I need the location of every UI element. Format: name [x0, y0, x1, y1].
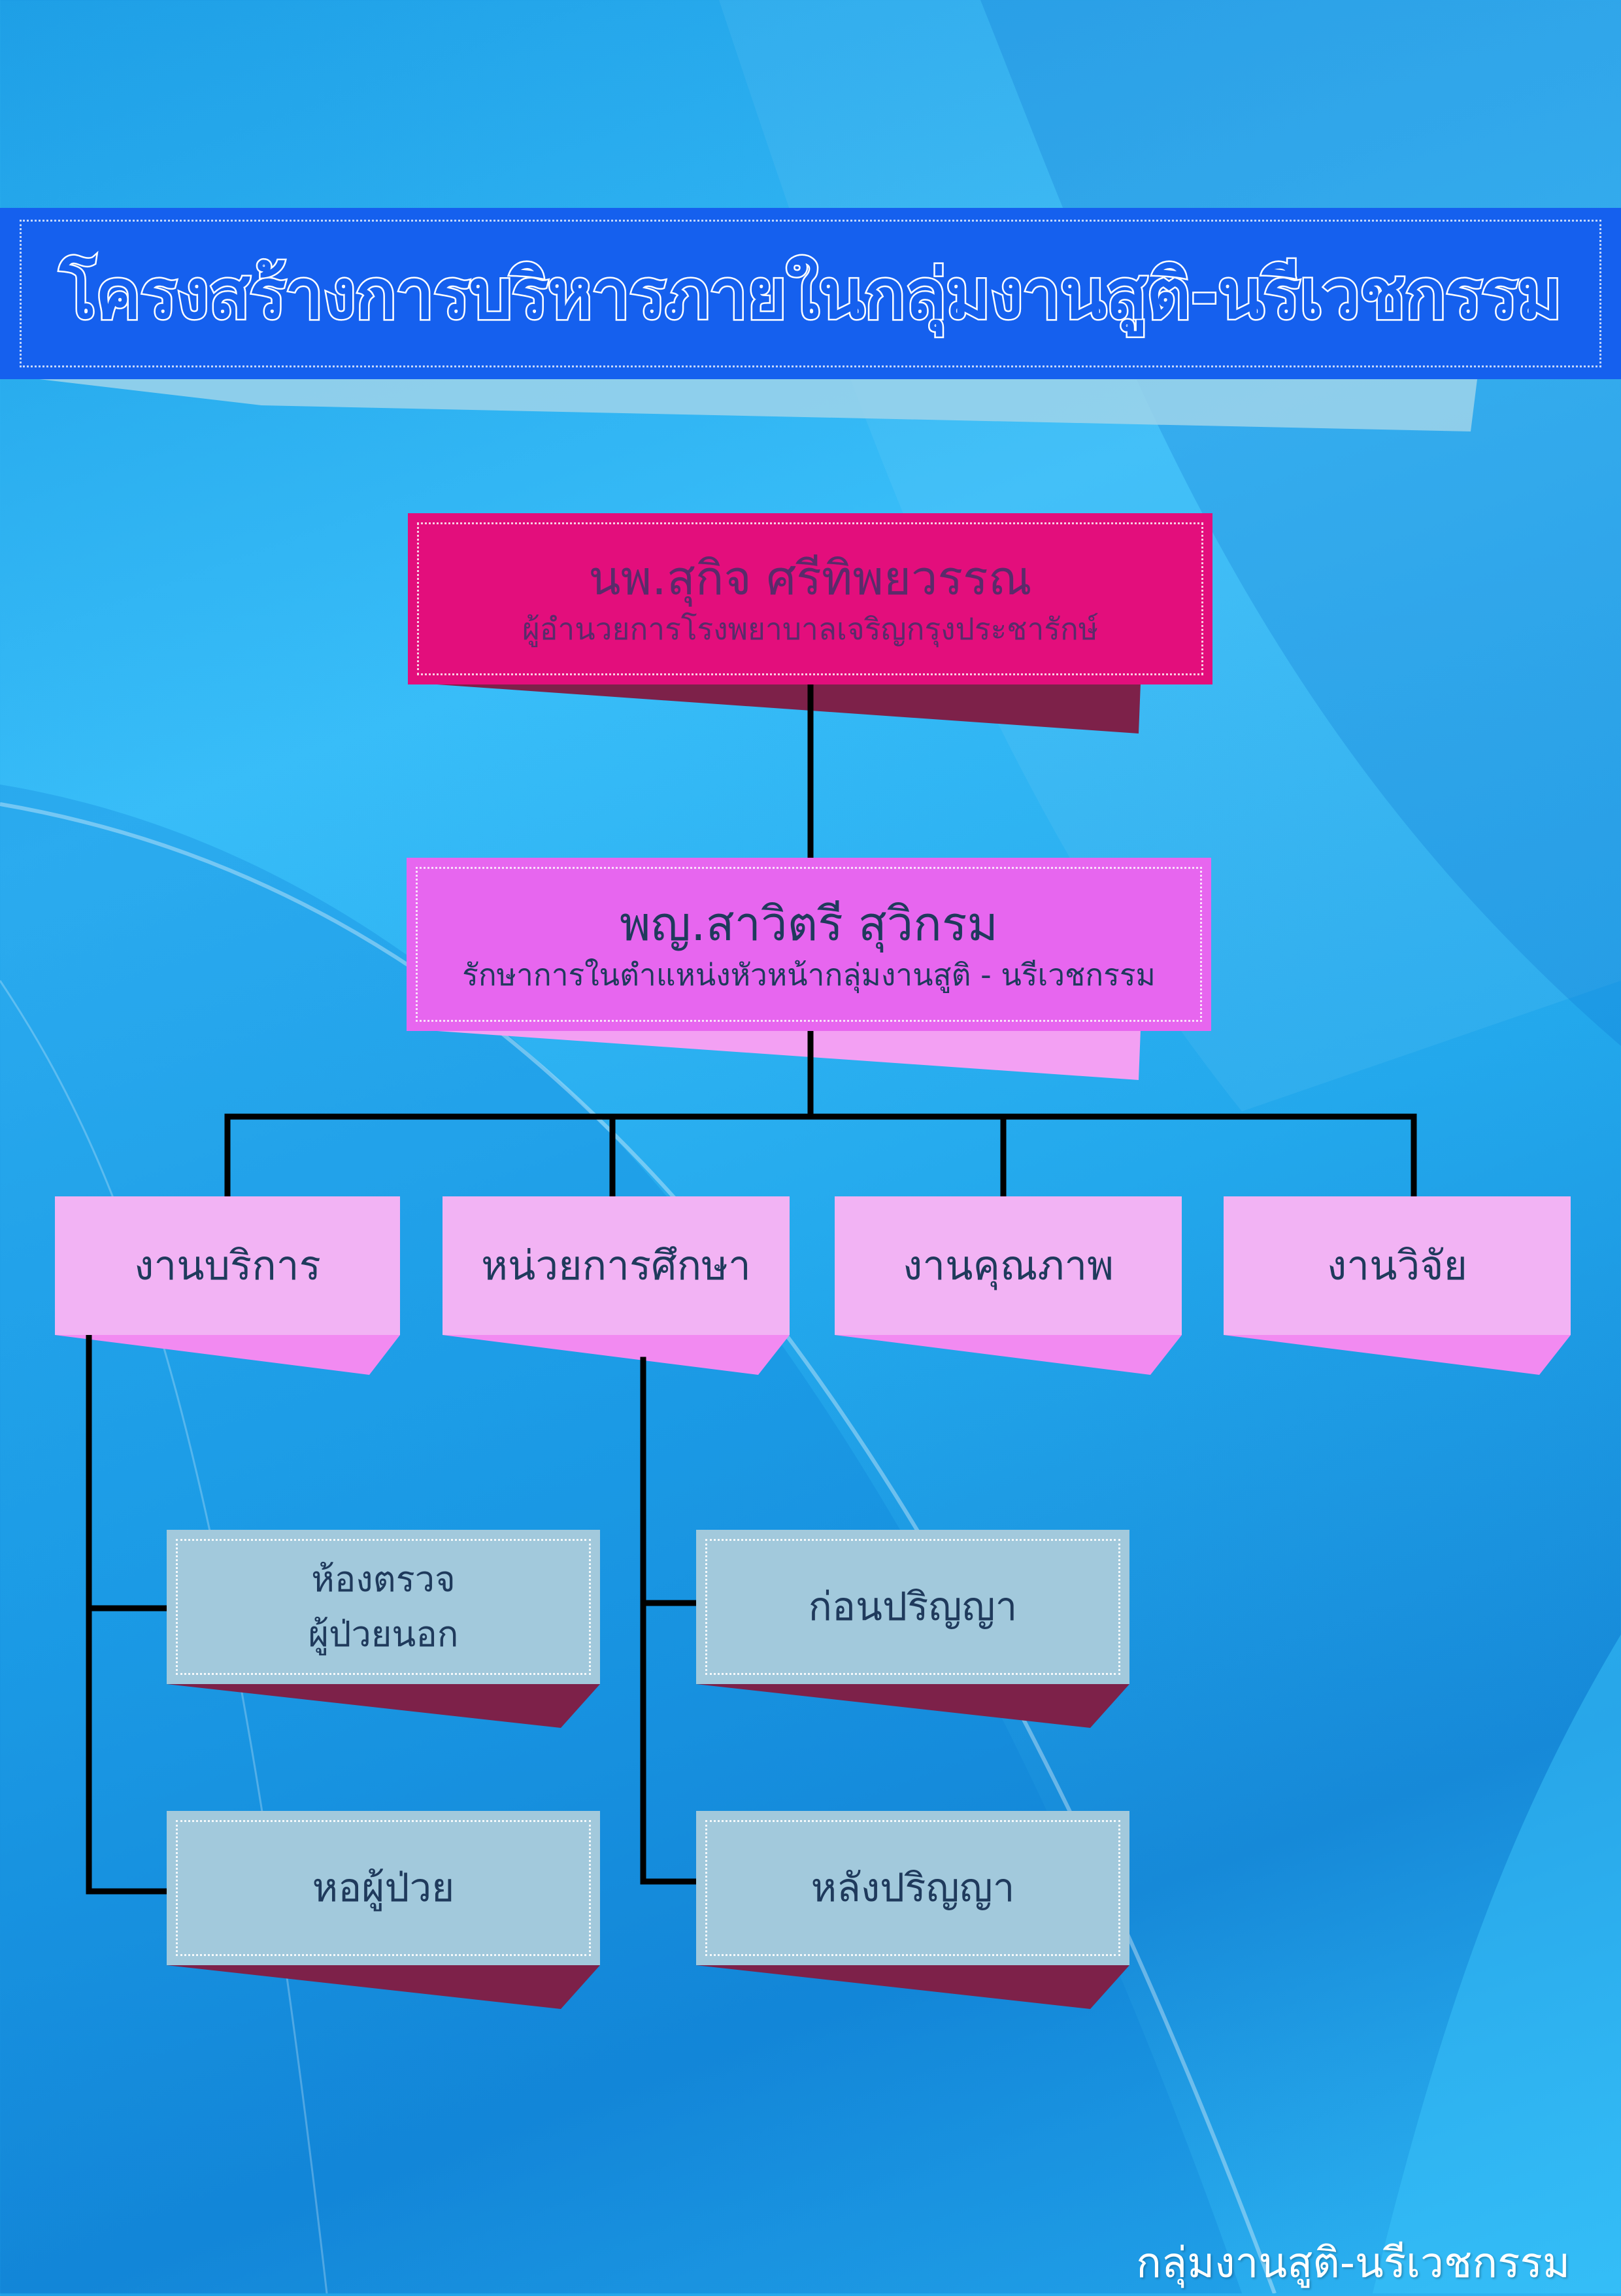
title-banner: โครงสร้างการบริหารภายในกลุ่มงานสูติ-นรีเ…	[0, 208, 1621, 379]
head-role: รักษาการในตำแหน่งหัวหน้ากลุ่มงานสูติ - น…	[462, 956, 1156, 992]
director-box: นพ.สุกิจ ศรีทิพยวรรณ ผู้อำนวยการโรงพยาบา…	[408, 513, 1212, 684]
unit-outpatient-line2: ผู้ป่วยนอก	[308, 1613, 459, 1655]
unit-ward-frame: หอผู้ป่วย	[176, 1820, 591, 1956]
department-research: งานวิจัย	[1224, 1196, 1571, 1335]
department-service: งานบริการ	[55, 1196, 400, 1335]
unit-ward: หอผู้ป่วย	[167, 1811, 600, 1965]
director-name: นพ.สุกิจ ศรีทิพยวรรณ	[588, 550, 1032, 606]
unit-undergraduate: ก่อนปริญญา	[696, 1530, 1129, 1684]
head-box: พญ.สาวิตรี สุวิกรม รักษาการในตำแหน่งหัวห…	[407, 858, 1211, 1031]
unit-undergraduate-label: ก่อนปริญญา	[808, 1583, 1018, 1630]
page-title: โครงสร้างการบริหารภายในกลุ่มงานสูติ-นรีเ…	[58, 252, 1564, 335]
department-quality: งานคุณภาพ	[835, 1196, 1182, 1335]
head-name: พญ.สาวิตรี สุวิกรม	[620, 896, 998, 951]
head-frame: พญ.สาวิตรี สุวิกรม รักษาการในตำแหน่งหัวห…	[416, 867, 1202, 1022]
director-role: ผู้อำนวยการโรงพยาบาลเจริญกรุงประชารักษ์	[522, 611, 1099, 647]
unit-postgraduate: หลังปริญญา	[696, 1811, 1129, 1965]
director-frame: นพ.สุกิจ ศรีทิพยวรรณ ผู้อำนวยการโรงพยาบา…	[417, 522, 1203, 675]
unit-postgraduate-frame: หลังปริญญา	[705, 1820, 1120, 1956]
unit-postgraduate-label: หลังปริญญา	[811, 1865, 1015, 1911]
unit-outpatient-frame: ห้องตรวจ ผู้ป่วยนอก	[176, 1539, 591, 1675]
department-education: หน่วยการศึกษา	[443, 1196, 790, 1335]
unit-outpatient-line1: ห้องตรวจ	[311, 1559, 456, 1600]
title-frame: โครงสร้างการบริหารภายในกลุ่มงานสูติ-นรีเ…	[20, 220, 1601, 367]
unit-ward-label: หอผู้ป่วย	[312, 1865, 455, 1911]
unit-outpatient: ห้องตรวจ ผู้ป่วยนอก	[167, 1530, 600, 1684]
unit-undergraduate-frame: ก่อนปริญญา	[705, 1539, 1120, 1675]
footer-department-name: กลุ่มงานสูติ-นรีเวชกรรม	[1136, 2239, 1570, 2288]
